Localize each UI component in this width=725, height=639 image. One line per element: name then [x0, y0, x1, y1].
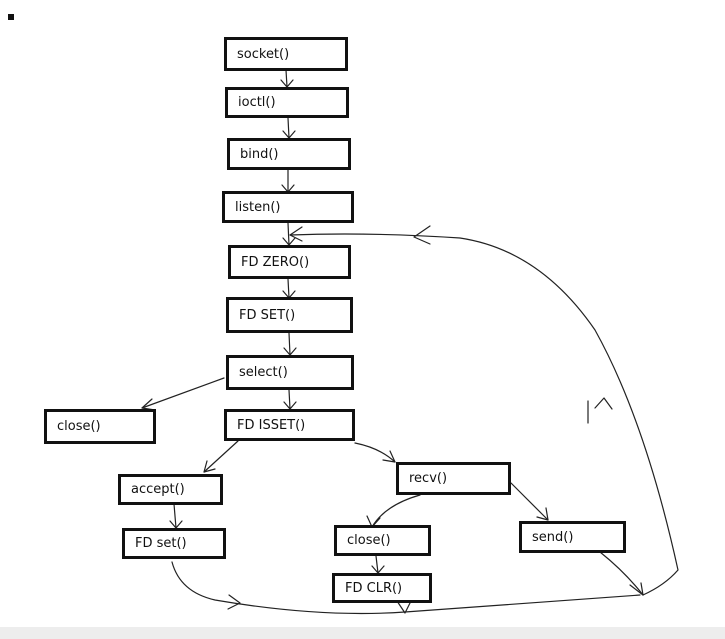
fd-set-accept-node: FD set() [122, 528, 226, 559]
arrow-send-loop [599, 551, 644, 596]
arrow-recv-close [371, 494, 421, 528]
bottom-edge-band [0, 627, 725, 639]
fd-isset-label: FD ISSET() [237, 417, 306, 433]
arrow-fdisset-recv [354, 442, 396, 463]
accept-node: accept() [118, 474, 223, 505]
arrow-accept-fdset [173, 503, 177, 529]
fd-zero-node: FD ZERO() [228, 245, 351, 279]
recv-label: recv() [409, 471, 448, 486]
arrow-select-close [141, 377, 225, 409]
select-node: select() [226, 355, 354, 390]
bind-node: bind() [227, 138, 351, 170]
send-node: send() [519, 521, 626, 553]
select-label: select() [239, 365, 288, 380]
close-recv-node: close() [334, 525, 431, 556]
fd-clr-node: FD CLR() [332, 573, 432, 603]
ioctl-label: ioctl() [238, 95, 276, 110]
fd-zero-label: FD ZERO() [241, 254, 310, 270]
socket-label: socket() [237, 46, 290, 62]
fd-set-accept-label: FD set() [135, 536, 187, 551]
arrow-fdzero-fdset [287, 278, 290, 299]
bind-label: bind() [240, 146, 279, 162]
fd-set-label: FD SET() [239, 307, 296, 323]
arrow-close-fdclr [375, 555, 379, 574]
arrow-listen-fdzero [287, 222, 290, 246]
arrow-socket-ioctl [285, 69, 288, 88]
listen-node: listen() [222, 191, 354, 223]
listen-label: listen() [235, 199, 281, 215]
fd-set-node: FD SET() [226, 297, 353, 333]
close-select-node: close() [44, 409, 156, 444]
fd-clr-label: FD CLR() [345, 580, 403, 596]
socket-node: socket() [224, 37, 348, 71]
arrow-recv-send [510, 482, 549, 521]
arrow-fdset-select [288, 332, 291, 356]
close-recv-label: close() [347, 533, 391, 548]
ioctl-node: ioctl() [225, 87, 349, 118]
corner-bullet [8, 14, 14, 20]
loop-bottom [171, 561, 641, 615]
fd-isset-node: FD ISSET() [224, 409, 355, 441]
recv-node: recv() [396, 462, 511, 495]
accept-label: accept() [131, 482, 185, 497]
loop-right [289, 233, 679, 596]
close-select-label: close() [57, 419, 101, 434]
arrow-fdisset-accept [203, 440, 239, 473]
arrow-ioctl-bind [287, 117, 290, 139]
arrow-select-fdisset [288, 389, 291, 410]
send-label: send() [532, 529, 574, 545]
